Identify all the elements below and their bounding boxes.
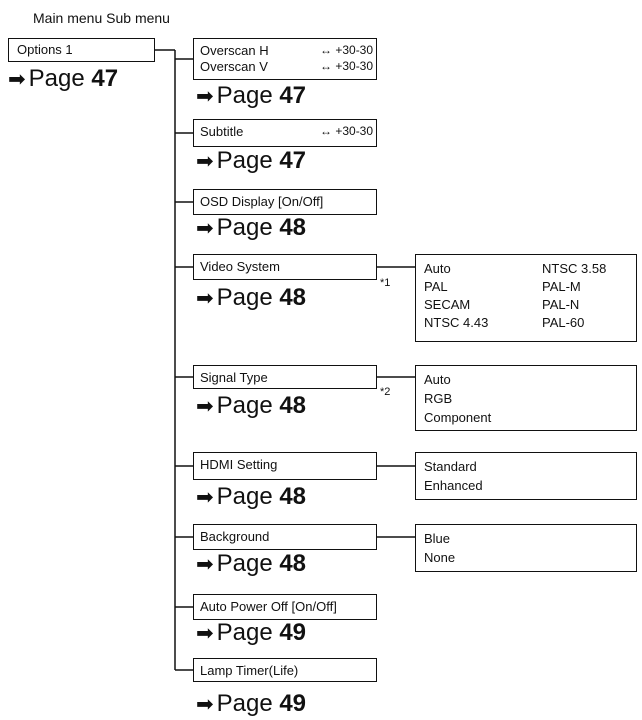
submenu-label: Lamp Timer(Life)	[200, 663, 299, 678]
submenu-label: Overscan H	[200, 43, 269, 58]
page-ref-prefix: Page	[216, 550, 280, 577]
arrow-right-icon: ➡	[196, 150, 214, 173]
page-ref-number: 49	[279, 619, 307, 646]
main-menu-box: Options 1	[8, 38, 155, 62]
submenu-box-osd: OSD Display [On/Off]	[193, 189, 377, 215]
page-ref-osd: ➡Page 48	[196, 215, 306, 242]
page-ref-lamp: ➡Page 49	[196, 691, 306, 718]
option-label: PAL-N	[542, 297, 580, 312]
submenu-label: Overscan V	[200, 59, 268, 74]
submenu-label: Video System	[200, 259, 280, 274]
page-ref-number: 47	[279, 82, 307, 109]
submenu-box-hdmi: HDMI Setting	[193, 452, 377, 480]
option-label: PAL-M	[542, 279, 581, 294]
arrow-right-icon: ➡	[196, 553, 214, 576]
option-label: Auto	[424, 372, 451, 387]
arrow-right-icon: ➡	[196, 85, 214, 108]
page-ref-prefix: Page	[216, 214, 280, 241]
submenu-label: Background	[200, 529, 270, 544]
submenu-box-subtitle: Subtitle ↔ +30-30	[193, 119, 377, 147]
footnote-marker: *2	[380, 386, 391, 398]
footnote-marker: *1	[380, 277, 391, 289]
submenu-box-autopower: Auto Power Off [On/Off]	[193, 594, 377, 620]
page-ref-number: 48	[279, 483, 307, 510]
page-ref-number: 49	[279, 690, 307, 717]
submenu-label: Auto Power Off [On/Off]	[200, 599, 337, 614]
page-ref-autopower: ➡Page 49	[196, 620, 306, 647]
adjust-range: ↔ +30-30	[320, 59, 374, 73]
page-ref-prefix: Page	[28, 65, 85, 92]
page-ref-prefix: Page	[216, 284, 280, 311]
option-label: Component	[424, 410, 492, 425]
arrow-right-icon: ➡	[196, 287, 214, 310]
page-ref-background: ➡Page 48	[196, 551, 306, 578]
adjust-range: ↔ +30-30	[320, 124, 374, 138]
page-ref-hdmi: ➡Page 48	[196, 484, 306, 511]
main-menu-label: Options 1	[17, 42, 73, 57]
page-ref-prefix: Page	[216, 690, 280, 717]
page-ref-number: 47	[91, 65, 119, 92]
submenu-box-background: Background	[193, 524, 377, 550]
header-label: Main menu Sub menu	[33, 10, 170, 26]
option-label: Enhanced	[424, 478, 483, 493]
submenu-box-lamp: Lamp Timer(Life)	[193, 658, 377, 682]
option-label: Standard	[424, 459, 477, 474]
page-ref-number: 48	[279, 550, 307, 577]
page-ref-number: 47	[279, 147, 307, 174]
arrow-right-icon: ➡	[196, 622, 214, 645]
submenu-box-signal: Signal Type	[193, 365, 377, 389]
option-label: NTSC 4.43	[424, 315, 489, 330]
page-ref-number: 48	[279, 392, 307, 419]
option-label: PAL-60	[542, 315, 585, 330]
submenu-label: OSD Display [On/Off]	[200, 194, 324, 209]
option-label: NTSC 3.58	[542, 261, 607, 276]
option-label: RGB	[424, 391, 453, 406]
page-ref-signal: ➡Page 48	[196, 393, 306, 420]
submenu-box-video: Video System	[193, 254, 377, 280]
submenu-label: Signal Type	[200, 370, 268, 385]
option-label: PAL	[424, 279, 448, 294]
page-ref-prefix: Page	[216, 392, 280, 419]
page-ref-prefix: Page	[216, 619, 280, 646]
page-ref-prefix: Page	[216, 147, 280, 174]
page-ref-number: 48	[279, 284, 307, 311]
option-label: SECAM	[424, 297, 471, 312]
submenu-label: HDMI Setting	[200, 457, 278, 472]
option-label: Blue	[424, 531, 451, 546]
page-ref-overscan: ➡Page 47	[196, 83, 306, 110]
arrow-right-icon: ➡	[8, 68, 26, 91]
submenu-label: Subtitle	[200, 124, 244, 139]
page-ref-number: 48	[279, 214, 307, 241]
option-label: Auto	[424, 261, 451, 276]
arrow-right-icon: ➡	[196, 395, 214, 418]
option-label: None	[424, 550, 456, 565]
arrow-right-icon: ➡	[196, 217, 214, 240]
arrow-right-icon: ➡	[196, 486, 214, 509]
page-ref-subtitle: ➡Page 47	[196, 148, 306, 175]
page-ref-prefix: Page	[216, 483, 280, 510]
page-ref-prefix: Page	[216, 82, 280, 109]
arrow-right-icon: ➡	[196, 693, 214, 716]
page-ref-video: ➡Page 48	[196, 285, 306, 312]
main-page-ref: ➡Page 47	[8, 66, 118, 93]
adjust-range: ↔ +30-30	[320, 43, 374, 57]
